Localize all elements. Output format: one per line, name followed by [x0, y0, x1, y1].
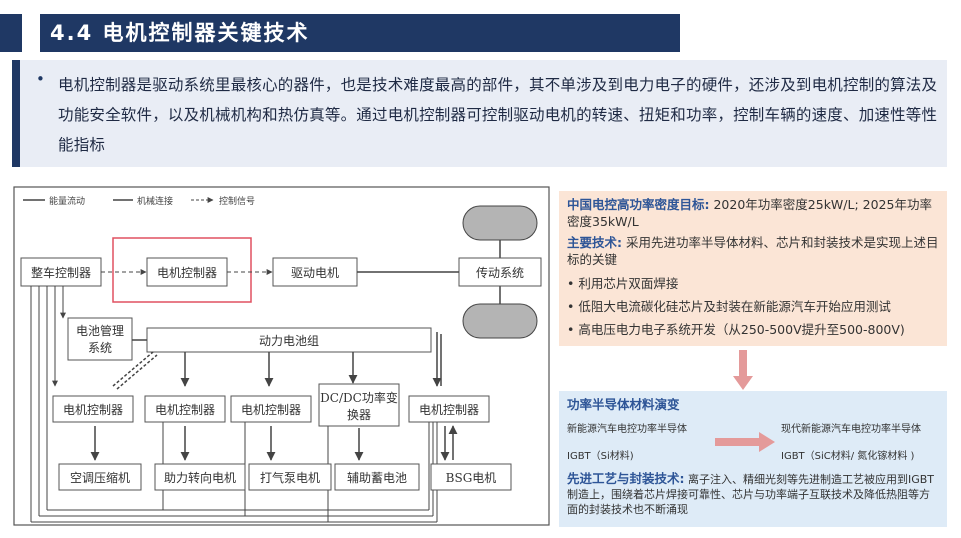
drive-motor-box — [272, 257, 358, 287]
list-item: • 利用芯片双面焊接 — [567, 276, 679, 291]
pump-box — [248, 463, 332, 491]
aux-battery-box — [334, 463, 420, 491]
legend-control-label: 控制信号 — [219, 195, 255, 207]
mcu2-box — [144, 395, 226, 423]
diagram-legend: 能量流动 机械连接 控制信号 — [23, 195, 255, 207]
mcu1-box — [52, 395, 134, 423]
down-arrow-icon — [733, 350, 753, 390]
dcdc-box — [318, 383, 400, 427]
diagram-border — [13, 186, 550, 526]
right-material-label: 现代新能源汽车电控功率半导体 — [781, 424, 921, 435]
bsg-box — [430, 463, 512, 491]
aux-battery-label: 辅助蓄电池 — [347, 471, 407, 485]
mcu-highlight-frame — [112, 237, 252, 303]
target-key: 中国电控高功率密度目标: — [567, 197, 710, 212]
wheel-top — [462, 205, 538, 241]
dcdc-label-line2: 换器 — [347, 408, 371, 422]
wheel-bottom — [462, 303, 538, 339]
intro-box: • 电机控制器是驱动系统里最核心的器件，也是技术难度最高的部件，其不单涉及到电力… — [12, 60, 947, 167]
battery-label: 动力电池组 — [259, 334, 319, 348]
pump-label: 打气泵电机 — [260, 470, 320, 485]
tech-key: 主要技术: — [567, 235, 622, 250]
mcu-main-label: 电机控制器 — [157, 266, 217, 280]
process-text: 离子注入、精细光刻等先进制造工艺被应用到IGBT制造上，围绕着芯片焊接可靠性、芯… — [567, 473, 935, 516]
right-material-value: IGBT（SiC材料/ 氮化镓材料 ) — [781, 451, 915, 462]
battery-box — [146, 327, 432, 353]
battery-to-mcu1-dash-2 — [116, 354, 158, 390]
mcu-main-box — [146, 257, 228, 287]
diagram-svg: 能量流动 机械连接 控制信号 整车控制器 电机控制器 驱动电机 传动系统 电池管… — [13, 186, 550, 526]
mcu2-label: 电机控制器 — [155, 403, 215, 417]
bms-label-line2: 系统 — [88, 341, 112, 355]
battery-to-mcu1-dash — [112, 351, 154, 387]
transmission-label: 传动系统 — [476, 265, 524, 280]
tech-bullet-list: • 利用芯片双面焊接 • 低阻大电流碳化硅芯片及封装在新能源汽车开始应用测试 •… — [567, 272, 939, 341]
mcu3-box — [230, 395, 312, 423]
bsg-label: BSG电机 — [446, 471, 497, 485]
transmission-box — [458, 257, 542, 287]
page-title: 4.4 电机控制器关键技术 — [50, 21, 310, 45]
bullet-dot: • — [36, 70, 45, 88]
left-material-label: 新能源汽车电控功率半导体 — [567, 424, 687, 435]
mcu4-label: 电机控制器 — [419, 403, 479, 417]
title-accent-bar — [0, 14, 22, 52]
left-material-value: IGBT（Si材料) — [567, 451, 634, 462]
title-bar — [40, 14, 680, 52]
list-item: • 低阻大电流碳化硅芯片及封装在新能源汽车开始应用测试 — [567, 299, 891, 314]
dcdc-label-line1: DC/DC功率变 — [320, 390, 398, 405]
steering-box — [154, 463, 246, 491]
list-item: • 高电压电力电子系统开发（从250-500V提升至500-800V) — [567, 322, 905, 337]
target-text: 2020年功率密度25kW/L; 2025年功率密度35kW/L — [567, 197, 932, 229]
materials-title: 功率半导体材料演变 — [567, 397, 680, 412]
system-diagram: 能量流动 机械连接 控制信号 整车控制器 电机控制器 驱动电机 传动系统 电池管… — [13, 186, 550, 526]
process-text-block: 先进工艺与封装技术: 离子注入、精细光刻等先进制造工艺被应用到IGBT制造上，围… — [567, 471, 939, 517]
process-key: 先进工艺与封装技术: — [567, 471, 685, 486]
tech-line: 主要技术: 采用先进功率半导体材料、芯片和封装技术是实现上述目标的关键 — [567, 234, 939, 268]
legend-mechanical-label: 机械连接 — [137, 195, 173, 207]
intro-text: 电机控制器是驱动系统里最核心的器件，也是技术难度最高的部件，其不单涉及到电力电子… — [58, 76, 938, 154]
ac-label: 空调压缩机 — [70, 470, 130, 485]
steering-label: 助力转向电机 — [164, 470, 236, 485]
vcu-label: 整车控制器 — [31, 265, 91, 280]
ac-box — [58, 463, 142, 491]
legend-energy-label: 能量流动 — [49, 195, 85, 207]
targets-panel: 中国电控高功率密度目标: 2020年功率密度25kW/L; 2025年功率密度3… — [559, 191, 947, 346]
drive-motor-label: 驱动电机 — [291, 266, 339, 280]
bms-box — [67, 317, 133, 361]
materials-panel: 功率半导体材料演变 新能源汽车电控功率半导体 现代新能源汽车电控功率半导体 IG… — [559, 391, 947, 527]
mcu1-label: 电机控制器 — [63, 403, 123, 417]
right-arrow-icon — [715, 432, 775, 452]
tech-text: 采用先进功率半导体材料、芯片和封装技术是实现上述目标的关键 — [567, 235, 939, 267]
mcu3-label: 电机控制器 — [241, 403, 301, 417]
mcu4-box — [408, 395, 490, 423]
bms-label-line1: 电池管理 — [76, 323, 124, 338]
target-line: 中国电控高功率密度目标: 2020年功率密度25kW/L; 2025年功率密度3… — [567, 196, 939, 230]
